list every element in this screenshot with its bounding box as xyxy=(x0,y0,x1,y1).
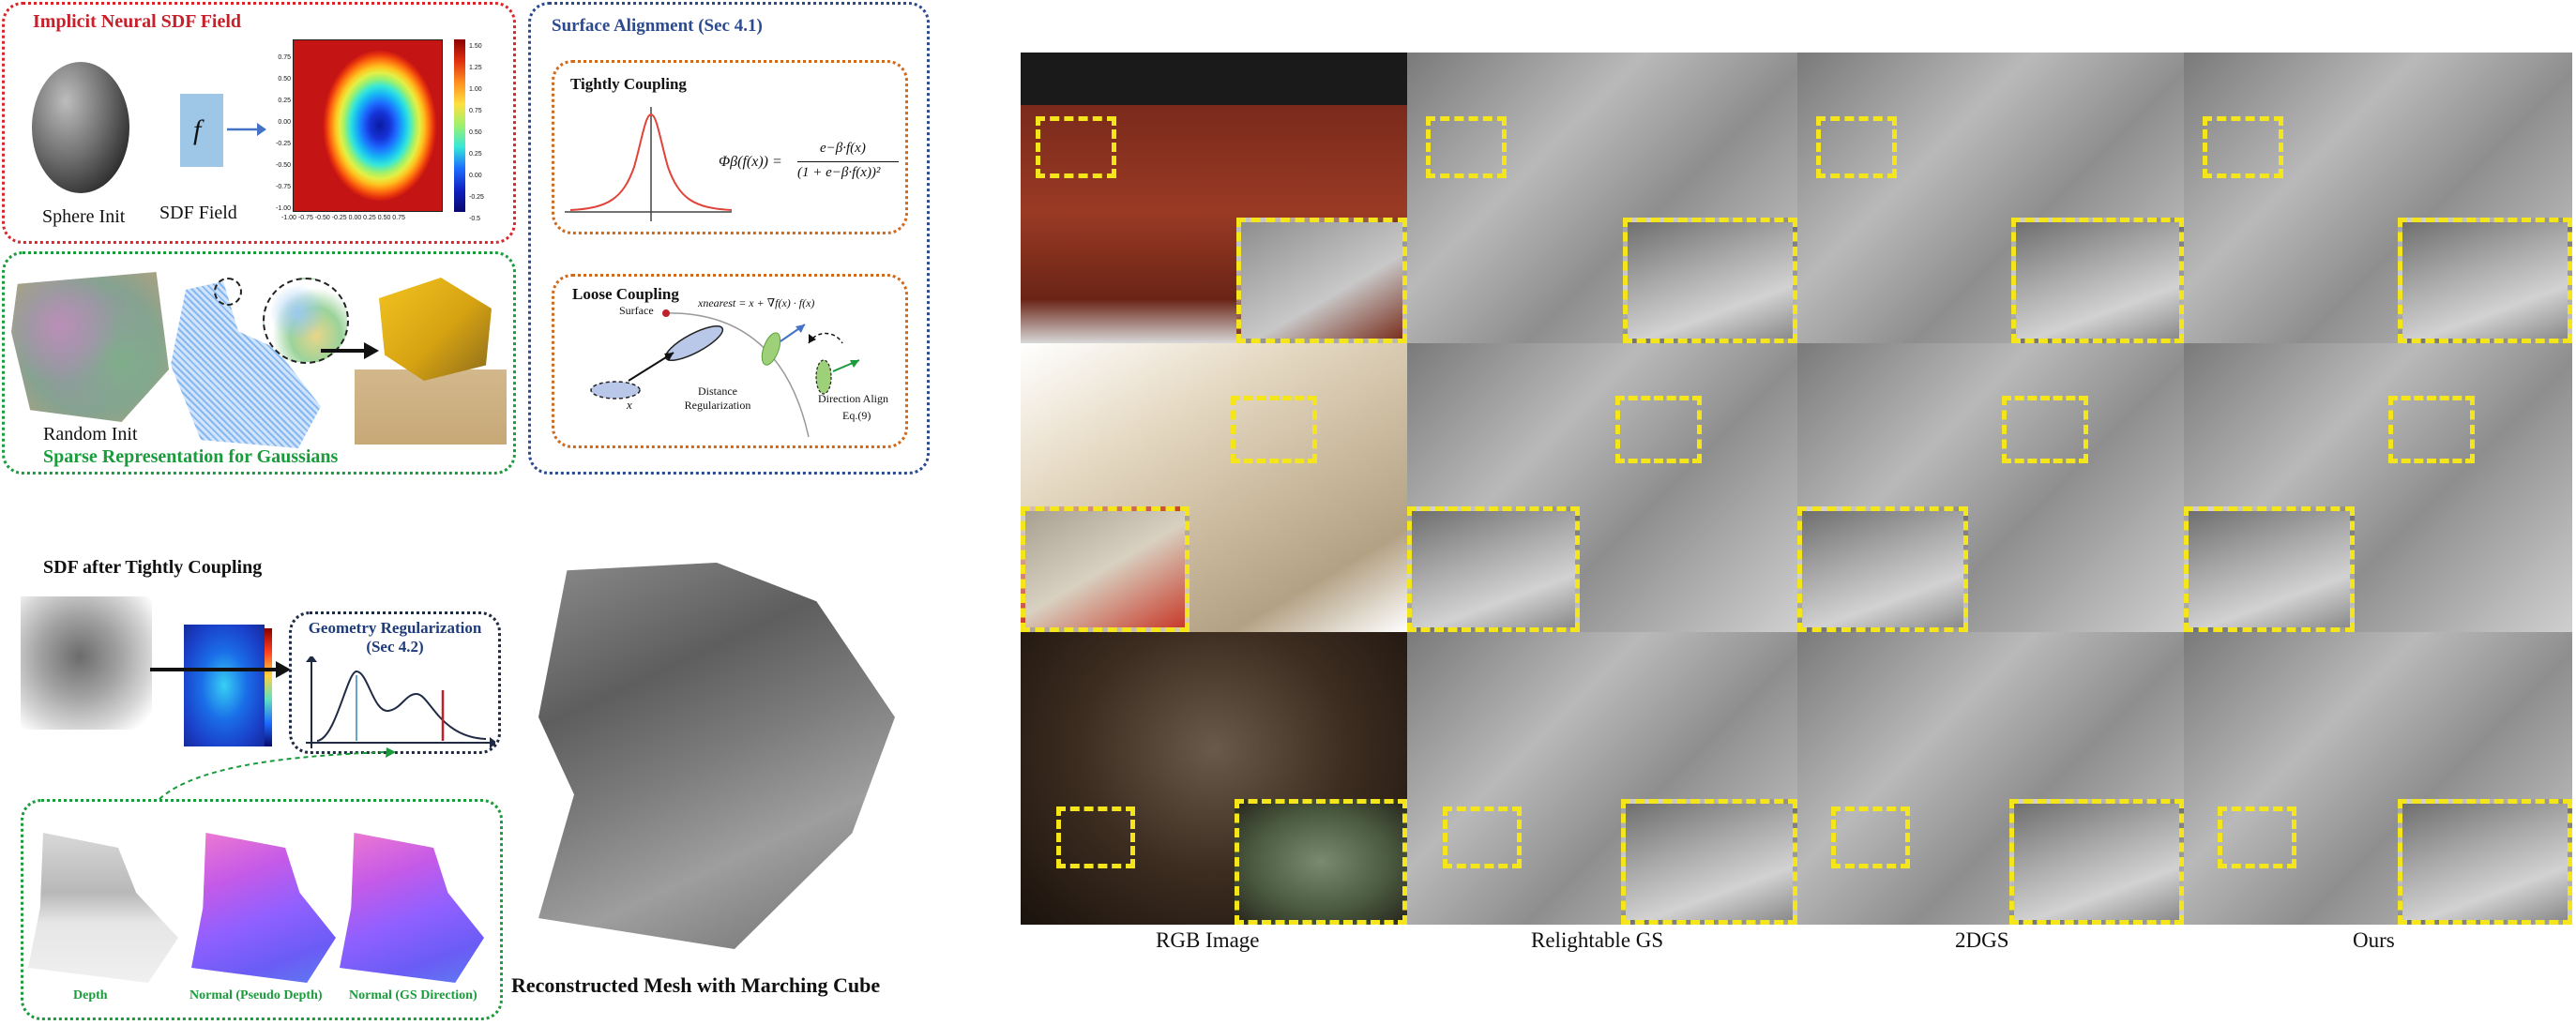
x-point-label: x xyxy=(627,398,632,412)
gaussian-box-title: Sparse Representation for Gaussians xyxy=(43,446,339,467)
arrow-to-sdf-plot xyxy=(227,123,266,136)
gaussian-box xyxy=(2,251,516,475)
random-init-image xyxy=(11,272,169,422)
tight-formula-lhs: Φβ(f(x)) = xyxy=(719,154,782,170)
loose-coupling-diagram xyxy=(590,309,860,438)
row3-ours-zoom-box xyxy=(2218,806,2296,868)
row3-2dgs-zoom-box xyxy=(1831,806,1910,868)
surface-alignment-title: Surface Alignment (Sec 4.1) xyxy=(552,16,763,36)
sdf-colorbar xyxy=(454,39,465,212)
geometry-cues-box xyxy=(21,799,503,1020)
sdf-function-symbol: f xyxy=(193,114,202,145)
sdf-plot-axes xyxy=(293,39,443,212)
sdf-after-colorbar xyxy=(265,628,272,746)
row3-ours-zoom-inset xyxy=(2398,799,2572,925)
column-label-2dgs: 2DGS xyxy=(1955,928,2009,952)
distance-reg-label: Distance Regularization xyxy=(684,384,751,412)
surface-alignment-box xyxy=(528,2,930,475)
sdf-x-ticks: -1.00 -0.75 -0.50 -0.25 0.00 0.25 0.50 0… xyxy=(281,215,405,221)
row3-rgb-zoom-box xyxy=(1056,806,1135,868)
sdf-field-title: Implicit Neural SDF Field xyxy=(33,11,242,32)
row1-ours-zoom-inset xyxy=(2398,218,2572,343)
geometry-reg-title: Geometry Regularization (Sec 4.2) xyxy=(308,619,482,656)
random-init-caption: Random Init xyxy=(43,424,138,445)
row2-relightable-zoom-inset xyxy=(1407,506,1580,632)
row1-rgb-zoom-box xyxy=(1036,116,1116,178)
row3-rgb-zoom-inset xyxy=(1235,799,1407,925)
loose-coupling-title: Loose Coupling xyxy=(572,285,679,303)
surface-label: Surface xyxy=(619,304,654,317)
row3-relightable-zoom-inset xyxy=(1621,799,1797,925)
row3-2dgs-zoom-inset xyxy=(2009,799,2184,925)
normal-pseudo-label: Normal (Pseudo Depth) xyxy=(189,988,323,1002)
direction-align-label: Direction Align xyxy=(818,392,888,405)
sigmoid-density-curve xyxy=(565,107,733,221)
column-label-relightable-gs: Relightable GS xyxy=(1531,928,1664,952)
nearest-point-formula: xnearest = x + ∇f(x) · f(x) xyxy=(698,296,815,309)
row2-ours-zoom-inset xyxy=(2184,506,2355,632)
normal-gs-label: Normal (GS Direction) xyxy=(349,988,477,1002)
sdf-after-scene xyxy=(21,596,152,730)
sphere-init-image xyxy=(32,62,129,193)
row2-ours-zoom-box xyxy=(2388,396,2475,463)
sdf-y-ticks: 0.75 0.50 0.25 0.00 -0.25 -0.50 -0.75 -1… xyxy=(276,54,291,212)
tight-formula-numerator: e−β·f(x) xyxy=(820,141,866,156)
sdf-function-block xyxy=(180,94,223,167)
sdf-field-caption: SDF Field xyxy=(159,203,237,223)
tight-formula-bar xyxy=(797,161,899,162)
mesh-caption: Reconstructed Mesh with Marching Cube xyxy=(511,973,881,997)
sphere-init-caption: Sphere Init xyxy=(42,206,126,227)
dashed-arrow-up xyxy=(159,747,396,800)
reconstructed-mesh-image xyxy=(538,563,895,949)
geometry-reg-plot xyxy=(306,656,495,748)
row1-relightable-zoom-box xyxy=(1426,116,1507,178)
row2-2dgs-zoom-box xyxy=(2002,396,2088,463)
tight-formula-denominator: (1 + e−β·f(x))² xyxy=(797,165,881,180)
sdf-field-box xyxy=(2,2,516,244)
gaussian-source-marker xyxy=(214,278,242,306)
row3-relightable-zoom-box xyxy=(1443,806,1522,868)
sdf-colorbar-ticks: 1.50 1.25 1.00 0.75 0.50 0.25 0.00 -0.25… xyxy=(469,43,484,222)
row2-rgb-zoom-inset xyxy=(1021,506,1190,632)
row1-2dgs-zoom-box xyxy=(1816,116,1897,178)
loose-coupling-box xyxy=(552,274,908,448)
column-label-ours: Ours xyxy=(2353,928,2395,952)
sdf-after-title: SDF after Tightly Coupling xyxy=(43,557,263,578)
row1-ours-zoom-box xyxy=(2203,116,2283,178)
row2-relightable-zoom-box xyxy=(1615,396,1702,463)
row2-2dgs-zoom-inset xyxy=(1797,506,1968,632)
row1-2dgs-zoom-inset xyxy=(2011,218,2184,343)
column-label-rgb: RGB Image xyxy=(1156,928,1260,952)
tight-coupling-box xyxy=(552,60,908,234)
arrow-to-geometry xyxy=(150,661,291,678)
gaussian-zoom-circle xyxy=(263,278,349,364)
sdf-contour-plot xyxy=(293,39,443,212)
sdf-after-slice xyxy=(184,625,265,746)
row2-rgb-zoom-box xyxy=(1231,396,1317,463)
row1-relightable-zoom-inset xyxy=(1623,218,1797,343)
depth-label: Depth xyxy=(73,988,108,1002)
eq9-label: Eq.(9) xyxy=(842,409,871,422)
tight-coupling-title: Tightly Coupling xyxy=(570,75,687,93)
row1-rgb-zoom-inset xyxy=(1236,218,1407,343)
